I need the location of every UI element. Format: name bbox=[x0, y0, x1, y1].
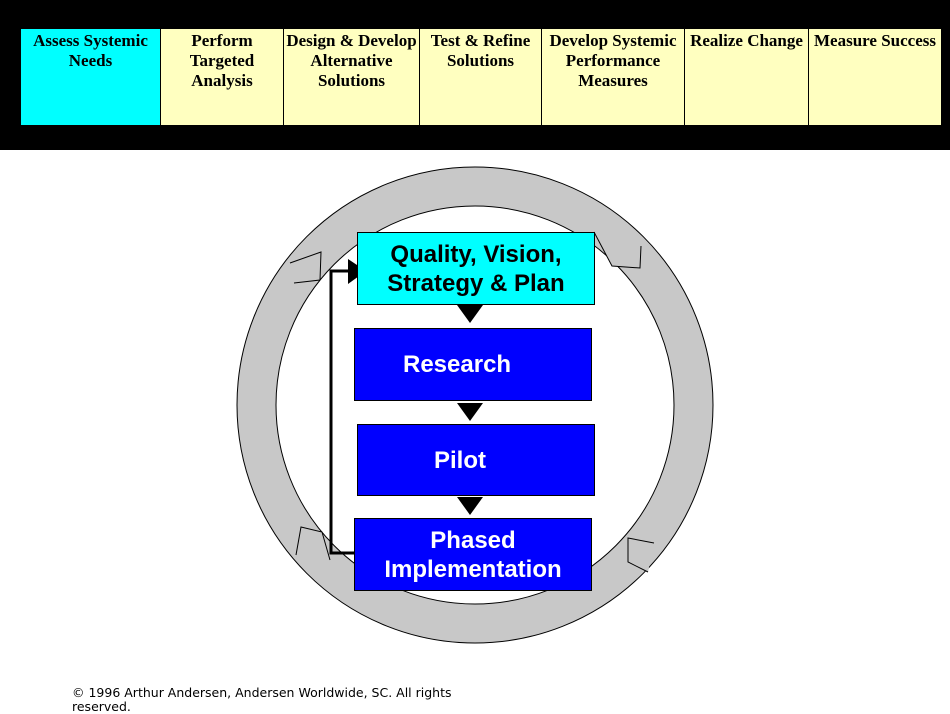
research-label: Research bbox=[403, 351, 512, 378]
pilot-box: Pilot bbox=[357, 424, 595, 496]
down-arrow-2 bbox=[457, 403, 483, 421]
down-arrow-1 bbox=[457, 305, 483, 323]
research-box: Research bbox=[354, 328, 592, 401]
step-label: Develop Systemic Performance Measures bbox=[549, 31, 677, 90]
process-steps-table: Assess Systemic Needs Perform Targeted A… bbox=[20, 28, 942, 126]
feedback-loop-line bbox=[329, 269, 357, 555]
step-realize-change: Realize Change bbox=[684, 28, 809, 126]
quality-vision-box: Quality, Vision, Strategy & Plan bbox=[357, 232, 595, 305]
step-assess-systemic-needs: Assess Systemic Needs bbox=[20, 28, 161, 126]
step-label: Assess Systemic Needs bbox=[33, 31, 148, 70]
ring-arrow-notch-top-right bbox=[593, 231, 642, 269]
ring-arrow-notch-top-left bbox=[289, 251, 322, 284]
step-design-develop-solutions: Design & Develop Alternative Solutions bbox=[283, 28, 420, 126]
step-label: Realize Change bbox=[690, 31, 803, 50]
step-measure-success: Measure Success bbox=[808, 28, 942, 126]
step-develop-performance-measures: Develop Systemic Performance Measures bbox=[541, 28, 685, 126]
step-label: Perform Targeted Analysis bbox=[189, 31, 255, 90]
pilot-label: Pilot bbox=[434, 446, 486, 474]
down-arrow-3 bbox=[457, 497, 483, 515]
step-label: Design & Develop Alternative Solutions bbox=[286, 31, 417, 90]
ring-arrow-notch-bottom-left bbox=[295, 526, 331, 561]
ring-arrow-notch-bottom-right bbox=[627, 537, 655, 573]
phased-implementation-box: Phased Implementation bbox=[354, 518, 592, 591]
process-steps-band: Assess Systemic Needs Perform Targeted A… bbox=[0, 0, 950, 150]
phased-implementation-label: Phased Implementation bbox=[384, 526, 562, 583]
step-perform-targeted-analysis: Perform Targeted Analysis bbox=[160, 28, 284, 126]
step-label: Measure Success bbox=[814, 31, 936, 50]
copyright-notice: © 1996 Arthur Andersen, Andersen Worldwi… bbox=[72, 685, 452, 714]
step-label: Test & Refine Solutions bbox=[430, 31, 531, 70]
quality-vision-label: Quality, Vision, Strategy & Plan bbox=[387, 240, 565, 297]
